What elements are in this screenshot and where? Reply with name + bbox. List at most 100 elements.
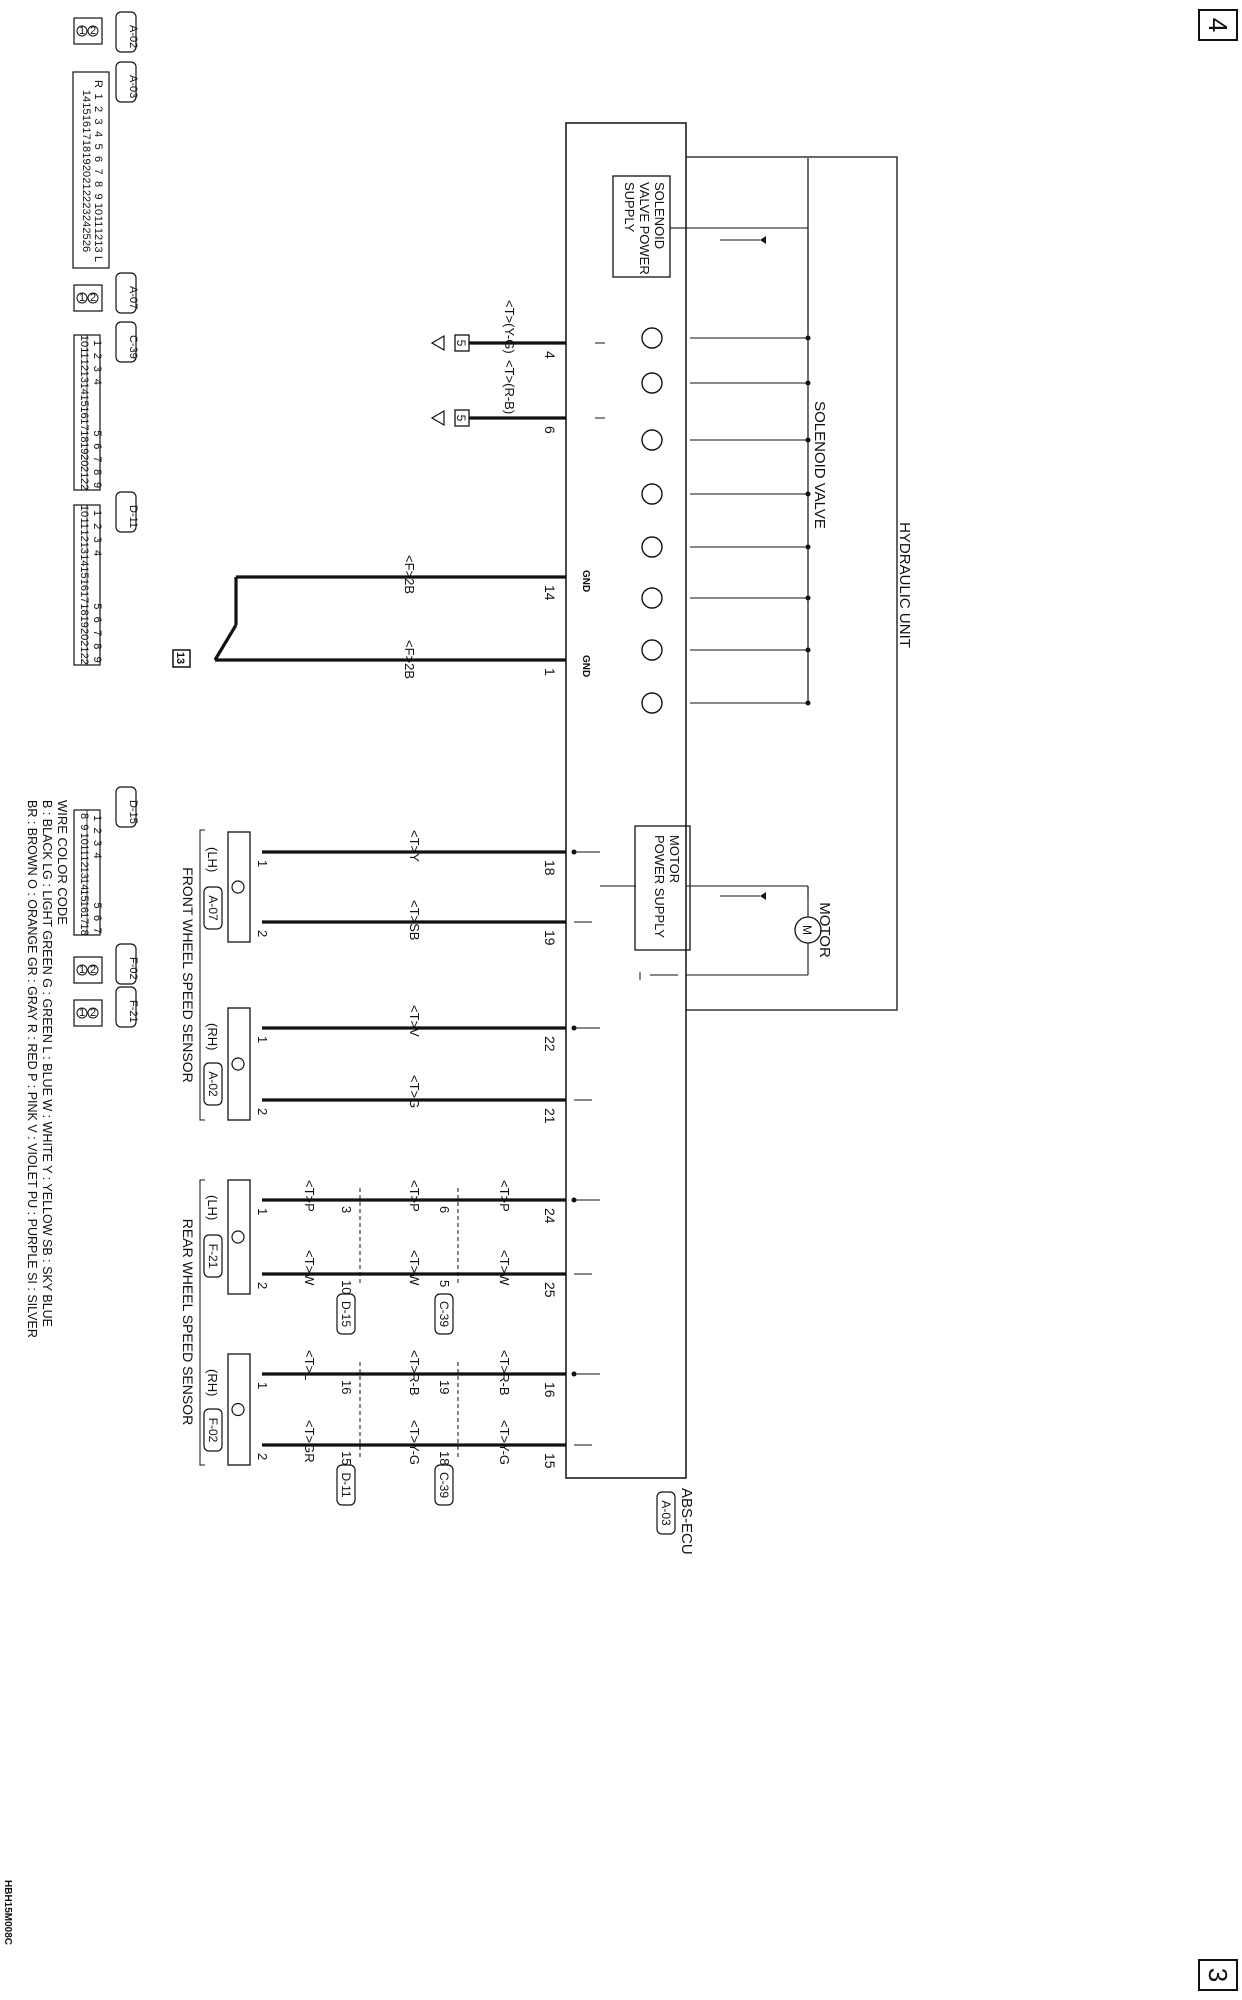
ecu-connector-box	[656, 1491, 676, 1535]
connector-pin-number: 5	[91, 603, 103, 609]
joint-pin-number: 5	[437, 1280, 452, 1287]
pin-1: 1	[542, 668, 558, 676]
sensor-connector-label: A-07	[206, 895, 220, 921]
connector-pin-number: 13	[78, 542, 90, 554]
connector-pin-number: 1	[79, 964, 85, 976]
connector-pin	[87, 1007, 99, 1019]
pin-number: 16	[542, 1382, 558, 1398]
sensor-coil-icon	[231, 1057, 245, 1071]
connector-pin-number: 5	[92, 143, 104, 149]
pin-number: 24	[542, 1208, 558, 1224]
connector-pin-number: 11	[78, 347, 90, 358]
wire-label: <T>GR	[302, 1420, 317, 1463]
connector-pin-number: 2	[90, 964, 96, 976]
wire-label: <T>W	[407, 1250, 422, 1286]
connector-pin-number: 5	[91, 902, 103, 908]
gnd-label: GND	[580, 655, 591, 677]
connector-pin-number: 1	[91, 815, 103, 821]
connector-pin	[76, 25, 88, 37]
connector-label-box	[115, 986, 137, 1028]
pin-6: 6	[542, 426, 558, 434]
connector-pin-number: 1	[79, 1007, 85, 1019]
connector-pin-number: 20	[78, 454, 90, 466]
connector-pin-number: 13	[92, 240, 104, 252]
connector-pin-number: 3	[91, 537, 103, 543]
wire-color-title: WIRE COLOR CODE	[55, 800, 70, 925]
joint-connector-label: D-11	[339, 1472, 353, 1497]
connector-pin-number: 13	[78, 371, 90, 383]
ref-box	[172, 649, 191, 668]
connector-label: F-21	[127, 1000, 139, 1023]
figure-id: HBH15M008C	[2, 1880, 13, 1945]
joint-connector-label: D-15	[339, 1301, 353, 1327]
wire-label: <T>L	[302, 1350, 317, 1380]
connector-pin-number: 14	[78, 554, 90, 566]
sensor-pin-number: 2	[255, 1282, 270, 1289]
wire-label-gnd1: <F>2B	[402, 555, 417, 594]
connector-pin-number: 7	[92, 168, 104, 174]
connector-label: F-02	[127, 957, 139, 980]
connector-pin-number: 9	[91, 482, 103, 488]
sensor-pin-number: 2	[255, 930, 270, 937]
connector-pin-number: 9	[78, 824, 90, 830]
sensor-pin-number: 1	[255, 860, 270, 867]
ref-box	[454, 334, 470, 352]
sensor-connector-label: A-02	[206, 1071, 220, 1097]
sensor-coil-icon	[231, 1230, 245, 1244]
connector-pin-number: 12	[78, 359, 90, 371]
joint-pin-number: 10	[339, 1280, 354, 1294]
sensor-pin-number: 2	[255, 1453, 270, 1460]
connector-pin-number: 12	[92, 228, 104, 240]
sensor-side-label: (LH)	[205, 847, 220, 872]
wire-label-diag1: <T>(Y-G)	[502, 300, 517, 354]
flow-arrow-head	[760, 892, 766, 900]
connector-pin-number: 1	[91, 340, 103, 346]
wire-label: <T>SB	[407, 900, 422, 940]
sensor-coil-icon	[231, 880, 245, 894]
connector-pin-number: 8	[91, 643, 103, 649]
front-sensor-title: FRONT WHEEL SPEED SENSOR	[180, 867, 196, 1082]
connector-pin-number: 25	[80, 227, 92, 239]
connector-pin-number: 8	[92, 181, 104, 187]
connector-pin-number: 14	[78, 878, 90, 890]
motor-supply-label: MOTORPOWER SUPPLY	[652, 835, 682, 938]
connector-label-box	[115, 321, 137, 363]
joint-connector-label: C-39	[437, 1472, 451, 1498]
connector-pin-number: 16	[78, 901, 90, 913]
ref-label-diag: 5	[454, 415, 468, 422]
diag-triangle-icon	[430, 409, 445, 427]
sensor-body	[227, 1353, 251, 1466]
connector-pin	[87, 25, 99, 37]
solenoid-valve-label: SOLENOID VALVE	[811, 401, 828, 529]
connector-pin-number: 6	[92, 156, 104, 162]
connector-face	[73, 284, 103, 312]
joint-pin-number: 3	[339, 1206, 354, 1213]
connector-label-box	[115, 272, 137, 314]
ref-label-diag: 5	[454, 340, 468, 347]
page-number-right: 4	[1203, 18, 1233, 32]
connector-pin-number: 1	[91, 510, 103, 516]
ref-label-ground: 13	[174, 652, 186, 664]
pin-number: 22	[542, 1036, 558, 1052]
connector-pin-number: 6	[91, 617, 103, 623]
wire-label: <T>R-B	[407, 1350, 422, 1396]
connector-pin-number: 17	[78, 912, 90, 924]
solenoid-supply-label: SOLENOIDVALVE POWERSUPPLY	[622, 182, 667, 275]
connector-pin-number: 10	[78, 833, 90, 845]
solenoid-valve-group: SOLENOID VALVE	[811, 401, 828, 529]
connector-pin-number: 4	[92, 131, 104, 137]
joint-connector-box	[336, 1293, 356, 1335]
sensor-body	[227, 1007, 251, 1121]
connector-pin-number: 17	[78, 591, 90, 603]
connector-label-box	[115, 491, 137, 533]
connector-pin-number: 4	[91, 379, 103, 385]
connector-pin-number: 3	[91, 840, 103, 846]
connector-pin-number: 19	[80, 152, 92, 164]
sensor-pin-number: 1	[255, 1382, 270, 1389]
pin-14: 14	[542, 585, 558, 601]
wire-thick	[213, 624, 238, 661]
connector-pin-number: 8	[78, 813, 90, 819]
connector-pin-number: 15	[78, 889, 90, 901]
connector-pin-number: 18	[78, 603, 90, 615]
